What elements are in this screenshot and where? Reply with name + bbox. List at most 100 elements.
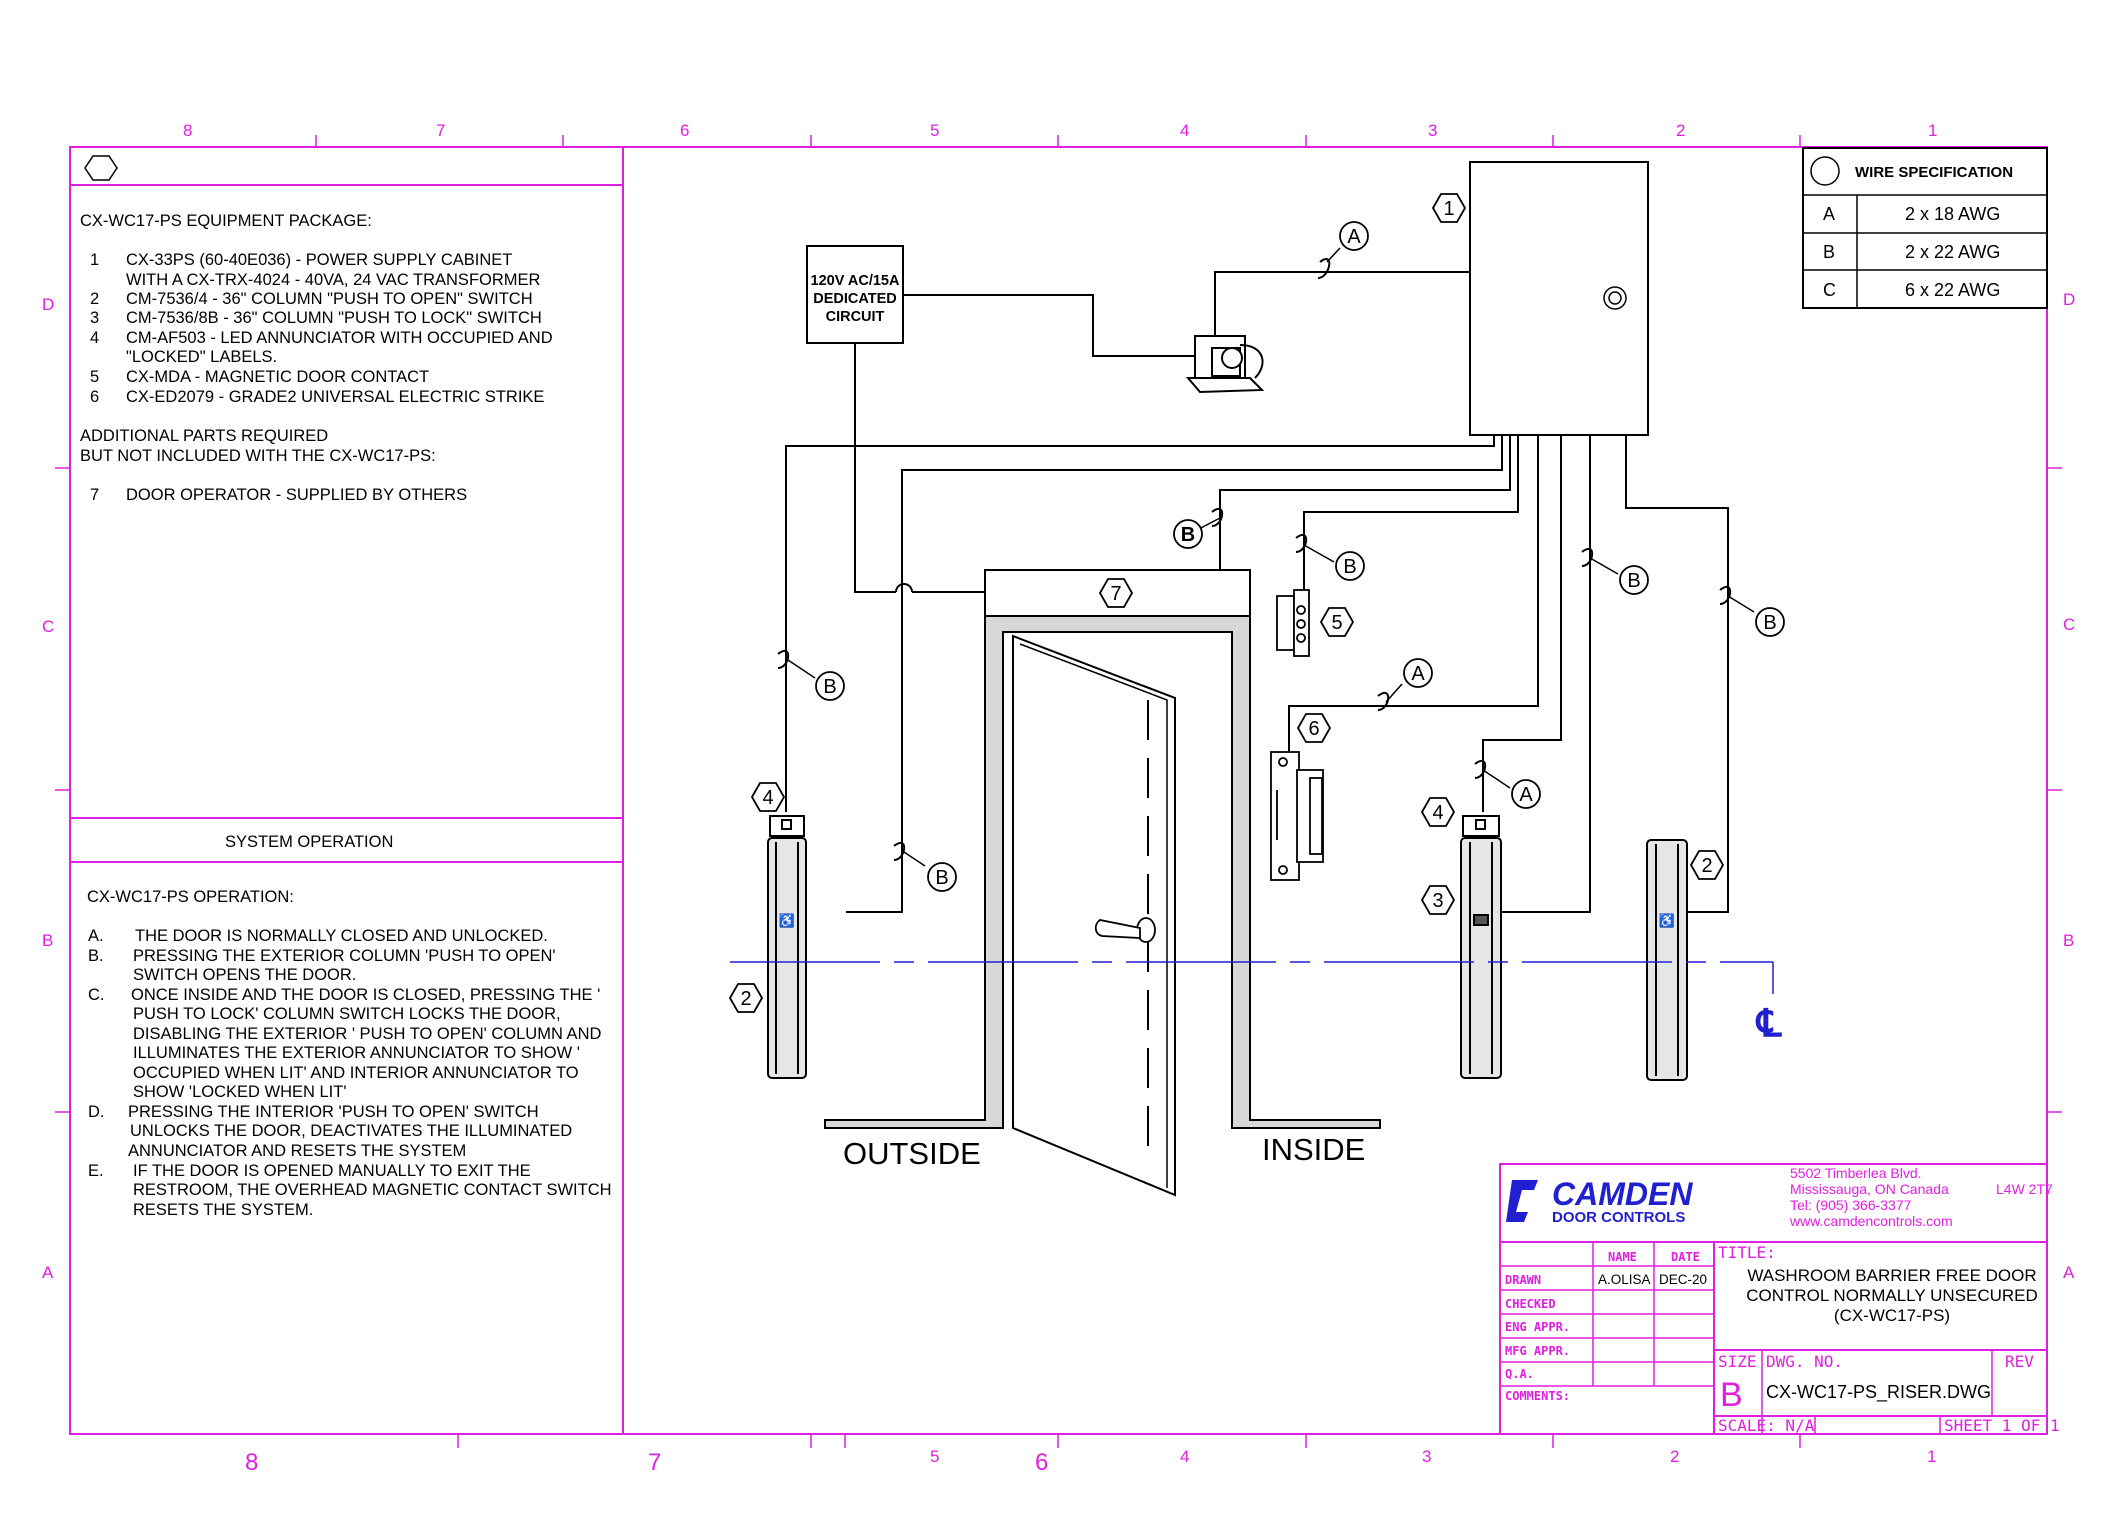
equipment-item: CX-ED2079 - GRADE2 UNIVERSAL ELECTRIC ST… [126, 388, 544, 406]
equipment-item-num: 6 [90, 388, 99, 406]
op-letter: A. [88, 927, 104, 945]
equipment-item: WITH A CX-TRX-4024 - 40VA, 24 VAC TRANSF… [126, 271, 541, 289]
wire-spec-value: 6 x 22 AWG [1905, 280, 2000, 300]
svg-text:♿: ♿ [1659, 913, 1675, 928]
border-bottom-7: 7 [648, 1449, 661, 1476]
door-leaf [1012, 634, 1176, 1197]
wire-label-b: B [1763, 612, 1776, 634]
drawing-title-line3: (CX-WC17-PS) [1834, 1306, 1950, 1325]
outside-label: OUTSIDE [843, 1136, 981, 1171]
additional-parts-line2: BUT NOT INCLUDED WITH THE CX-WC17-PS: [80, 447, 436, 465]
equipment-callouts [728, 193, 1725, 1013]
address-line1: 5502 Timberlea Blvd. [1790, 1165, 1922, 1181]
border-bottom-4: 4 [1180, 1447, 1189, 1466]
system-operation-title: CX-WC17-PS OPERATION: [87, 888, 294, 906]
equipment-item-num: 3 [90, 309, 99, 327]
inside-label: INSIDE [1262, 1132, 1365, 1167]
drawing-title-line1: WASHROOM BARRIER FREE DOOR [1747, 1266, 2036, 1285]
circuit-line3: CIRCUIT [826, 309, 885, 325]
op-line: OCCUPIED WHEN LIT' AND INTERIOR ANNUNCIA… [133, 1064, 579, 1082]
op-line: PRESSING THE INTERIOR 'PUSH TO OPEN' SWI… [128, 1103, 539, 1121]
company-subname: DOOR CONTROLS [1552, 1209, 1685, 1226]
column-switch-interior-open: ♿ [1646, 839, 1688, 1081]
wire-spec-value: 2 x 18 AWG [1905, 204, 2000, 224]
circle-icon [1810, 156, 1840, 186]
callout-2: 2 [740, 988, 751, 1010]
scale-label: SCALE: N/A [1718, 1416, 1815, 1435]
border-bottom-6: 6 [1035, 1449, 1048, 1476]
equipment-item: "LOCKED" LABELS. [126, 348, 277, 366]
equipment-package: CX-WC17-PS EQUIPMENT PACKAGE: 1 CX-33PS … [80, 212, 553, 504]
border-top-2: 2 [1676, 121, 1685, 140]
column-switch-interior-lock [1460, 815, 1502, 1079]
wire-label-a: A [1519, 784, 1533, 806]
callout-4: 4 [1432, 802, 1443, 824]
wire-label-b: B [935, 867, 948, 889]
company-name: CAMDEN [1552, 1176, 1693, 1212]
border-top-6: 6 [680, 121, 689, 140]
border-top-5: 5 [930, 121, 939, 140]
system-operation: SYSTEM OPERATION CX-WC17-PS OPERATION: A… [87, 833, 612, 1219]
border-top-1: 1 [1928, 121, 1937, 140]
border-bottom-2: 2 [1670, 1447, 1679, 1466]
border-top-4: 4 [1180, 121, 1189, 140]
equipment-item-num: 1 [90, 251, 99, 269]
border-right-b: B [2063, 931, 2074, 950]
border-right-c: C [2063, 615, 2075, 634]
op-line: UNLOCKS THE DOOR, DEACTIVATES THE ILLUMI… [130, 1122, 572, 1140]
wire-spec-code: C [1823, 280, 1836, 300]
sheet-border: 8 7 6 5 4 3 2 1 8 7 5 6 4 3 2 1 D C B A … [42, 121, 2075, 1476]
border-left-b: B [42, 931, 53, 950]
hexagon-icon [84, 155, 118, 181]
callout-7: 7 [1110, 583, 1121, 605]
equipment-item: CX-33PS (60-40E036) - POWER SUPPLY CABIN… [126, 251, 512, 269]
column-switch-exterior: ♿ [767, 815, 807, 1079]
op-line: ANNUNCIATOR AND RESETS THE SYSTEM [128, 1142, 466, 1160]
wire-label-b: B [823, 676, 836, 698]
wire-spec-code: B [1823, 242, 1835, 262]
border-bottom-5: 5 [930, 1447, 939, 1466]
border-bottom-1: 1 [1927, 1447, 1936, 1466]
border-left-d: D [42, 295, 54, 314]
callout-2: 2 [1701, 855, 1712, 877]
equipment-item: CM-AF503 - LED ANNUNCIATOR WITH OCCUPIED… [126, 329, 553, 347]
border-left-c: C [42, 617, 54, 636]
callout-6: 6 [1308, 718, 1319, 740]
electric-strike-icon [1270, 751, 1324, 881]
wire-spec-code: A [1823, 204, 1835, 224]
op-line: RESTROOM, THE OVERHEAD MAGNETIC CONTACT … [133, 1181, 612, 1199]
equipment-item-num: 2 [90, 290, 99, 308]
op-line: THE DOOR IS NORMALLY CLOSED AND UNLOCKED… [135, 927, 548, 945]
wire-spec-value: 2 x 22 AWG [1905, 242, 2000, 262]
callout-5: 5 [1331, 612, 1342, 634]
website: www.camdencontrols.com [1789, 1213, 1953, 1229]
camden-logo: CAMDEN DOOR CONTROLS [1506, 1176, 1693, 1226]
op-line: PUSH TO LOCK' COLUMN SWITCH LOCKS THE DO… [133, 1005, 561, 1023]
op-line: SHOW 'LOCKED WHEN LIT' [133, 1083, 347, 1101]
border-right-a: A [2063, 1263, 2075, 1282]
equipment-item-num: 4 [90, 329, 99, 347]
border-top-7: 7 [436, 121, 445, 140]
sheet-label: SHEET 1 OF 1 [1944, 1416, 2060, 1435]
power-supply-cabinet [1469, 161, 1649, 436]
op-line: DISABLING THE EXTERIOR ' PUSH TO OPEN' C… [133, 1025, 601, 1043]
extra-item-text: DOOR OPERATOR - SUPPLIED BY OTHERS [126, 486, 467, 504]
drawn-date: DEC-20 [1659, 1272, 1707, 1287]
drawing-title-line2: CONTROL NORMALLY UNSECURED [1746, 1286, 2038, 1305]
system-operation-header: SYSTEM OPERATION [225, 833, 393, 851]
border-top-8: 8 [183, 121, 192, 140]
op-line: ONCE INSIDE AND THE DOOR IS CLOSED, PRES… [131, 986, 600, 1004]
row-drawn: DRAWN [1505, 1273, 1541, 1287]
transformer-icon [1185, 335, 1265, 394]
callout-1: 1 [1443, 198, 1454, 220]
wire-label-b: B [1181, 524, 1195, 546]
dwg-label: DWG. NO. [1766, 1352, 1843, 1371]
magnetic-contact-icon [1276, 589, 1310, 657]
row-mfg-appr: MFG APPR. [1505, 1344, 1570, 1358]
op-letter: E. [88, 1162, 104, 1180]
equipment-item: CM-7536/8B - 36" COLUMN "PUSH TO LOCK" S… [126, 309, 542, 327]
wire-spec-title: WIRE SPECIFICATION [1855, 164, 2013, 181]
op-letter: C. [88, 986, 105, 1004]
op-line: IF THE DOOR IS OPENED MANUALLY TO EXIT T… [133, 1162, 531, 1180]
